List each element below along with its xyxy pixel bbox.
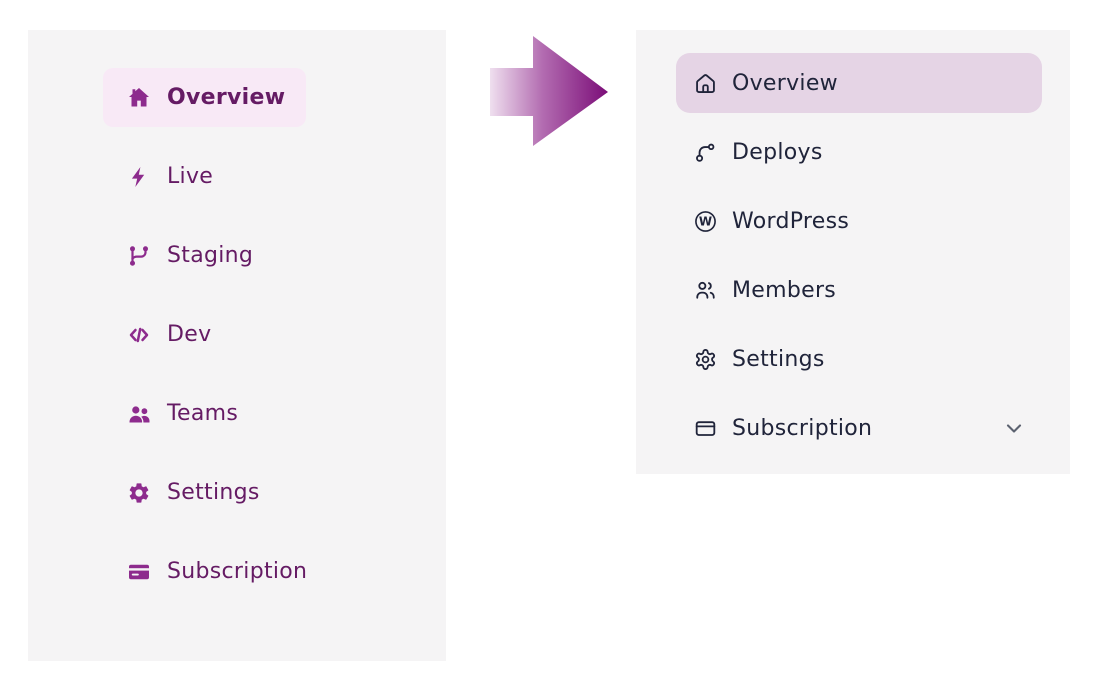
code-icon <box>129 327 149 342</box>
sidebar-item-overview[interactable]: Overview <box>103 68 306 127</box>
sidebar-item-label: Settings <box>732 346 825 372</box>
before-nav: Overview Live <box>103 30 446 601</box>
sidebar-item-label: Overview <box>167 85 286 110</box>
subscription-card-icon <box>695 420 716 436</box>
sidebar-item-staging[interactable]: Staging <box>103 226 281 285</box>
sidebar-item-dev[interactable]: Dev <box>103 305 239 364</box>
sidebar-item-label: Overview <box>732 70 838 96</box>
settings-gear-icon <box>695 348 716 370</box>
home-filled-icon <box>129 87 149 106</box>
sidebar-item-overview[interactable]: Overview <box>676 53 1042 113</box>
sidebar-item-label: Teams <box>167 401 239 426</box>
sidebar-item-label: Dev <box>167 322 212 347</box>
deploys-branch-icon <box>696 143 715 162</box>
bolt-icon <box>131 166 145 187</box>
sidebar-item-subscription[interactable]: Subscription <box>103 542 335 601</box>
sidebar-item-label: Members <box>732 277 837 303</box>
transition-arrow <box>488 35 610 148</box>
sidebar-item-label: Settings <box>167 480 260 505</box>
before-sidebar-panel: Overview Live <box>28 30 446 661</box>
sidebar-item-subscription[interactable]: Subscription <box>676 398 1042 458</box>
sidebar-item-label: Staging <box>167 243 254 268</box>
sidebar-item-deploys[interactable]: Deploys <box>676 122 1042 182</box>
sidebar-item-label: Subscription <box>167 559 308 584</box>
gear-filled-icon <box>129 482 149 503</box>
after-nav: Overview Deploys W WordPress <box>676 30 1070 458</box>
chevron-down-icon <box>1006 424 1022 433</box>
sidebar-item-members[interactable]: Members <box>676 260 1042 320</box>
members-icon <box>696 281 715 299</box>
sidebar-item-live[interactable]: Live <box>103 147 241 206</box>
users-filled-icon <box>129 405 150 422</box>
sidebar-item-label: Deploys <box>732 139 823 165</box>
sidebar-item-teams[interactable]: Teams <box>103 384 266 443</box>
sidebar-item-wordpress[interactable]: W WordPress <box>676 191 1042 251</box>
credit-card-filled-icon <box>129 564 149 579</box>
sidebar-item-label: Live <box>167 164 214 189</box>
home-outline-icon <box>696 73 715 93</box>
after-sidebar-panel: Overview Deploys W WordPress <box>636 30 1070 474</box>
sidebar-item-settings[interactable]: Settings <box>676 329 1042 389</box>
sidebar-item-settings[interactable]: Settings <box>103 463 288 522</box>
svg-text:W: W <box>699 214 712 228</box>
sidebar-item-label: WordPress <box>732 208 850 234</box>
sidebar-item-label: Subscription <box>732 415 873 441</box>
wordpress-icon: W <box>695 210 716 232</box>
git-branch-filled-icon <box>130 245 148 266</box>
